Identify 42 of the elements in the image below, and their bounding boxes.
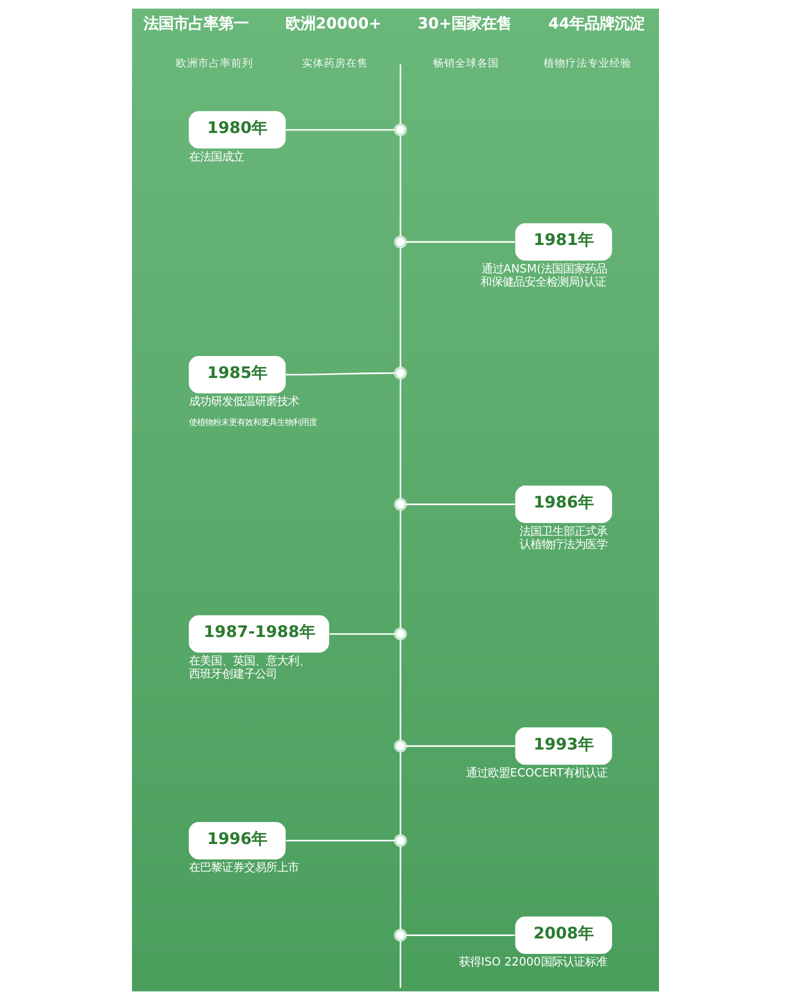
label: 法国市占率第一 xyxy=(142,14,248,32)
connector xyxy=(286,372,395,376)
node-label: 使植物粉末更有效和更具生物利用度 xyxy=(188,416,317,427)
connector xyxy=(405,241,514,243)
node-circle xyxy=(393,235,406,248)
connector xyxy=(399,940,401,988)
node-label: 通过欧盟ECOCERT有机认证 xyxy=(466,766,608,780)
node-label: 通过ANSM(法国国家药品和保健品安全检测局)认证 xyxy=(480,261,607,288)
node-label: 成功研发低温研磨技术 xyxy=(188,394,299,408)
connector xyxy=(399,247,401,368)
node-circle xyxy=(393,498,406,511)
node-circle xyxy=(393,123,406,136)
node-label: 在美国、英国、意大利、西班牙创建子公司 xyxy=(188,653,310,680)
label: 44年品牌沉淀 xyxy=(548,14,644,32)
label: 30+国家在售 xyxy=(417,14,512,32)
node-circle xyxy=(393,366,406,380)
connector xyxy=(405,745,514,747)
connector xyxy=(399,64,401,124)
connector xyxy=(399,510,401,629)
connector xyxy=(399,846,401,930)
node-label: 法国卫生部正式承认植物疗法为医学 xyxy=(518,524,607,551)
label: 植物疗法专业经验 xyxy=(542,56,631,70)
connector xyxy=(399,639,401,741)
node-circle xyxy=(393,740,406,753)
connector xyxy=(399,135,401,237)
connector xyxy=(286,129,395,131)
label: 实体药房在售 xyxy=(302,56,368,70)
connector xyxy=(399,752,401,836)
label: 畅销全球各国 xyxy=(432,56,499,70)
connector xyxy=(329,633,395,635)
connector xyxy=(405,504,514,506)
label: 欧洲市占率前列 xyxy=(176,56,253,70)
connector xyxy=(286,840,395,842)
node-label: 在巴黎证券交易所上市 xyxy=(188,860,299,874)
node-label: 获得ISO 22000国际认证标准 xyxy=(458,954,606,969)
node-circle xyxy=(393,834,406,848)
connector xyxy=(405,934,514,936)
node-circle xyxy=(393,627,406,640)
label: 欧洲20000+ xyxy=(285,14,382,32)
node-circle xyxy=(393,928,406,942)
node-label: 在法国成立 xyxy=(188,149,244,164)
connector xyxy=(399,378,401,499)
